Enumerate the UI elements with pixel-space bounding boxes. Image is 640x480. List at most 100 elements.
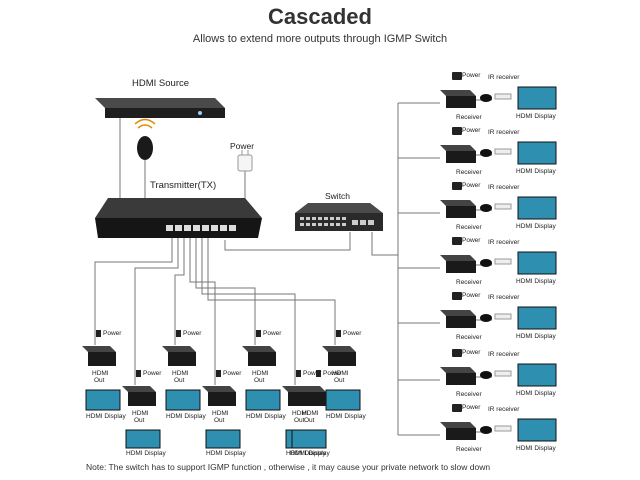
power-adapter-icon	[136, 370, 141, 377]
remote-icon	[494, 93, 512, 100]
right-receiver-label: Receiver	[456, 114, 482, 121]
ir-receiver-icon	[480, 314, 492, 322]
bottom-out-label: Out	[214, 417, 225, 424]
bottom-display-label: HDMI Display	[86, 413, 126, 420]
right-receiver-2	[440, 127, 557, 165]
power-adapter-icon	[452, 182, 462, 190]
ir-receiver-tx	[134, 118, 156, 160]
right-receiver-label: Receiver	[456, 169, 482, 176]
right-display-label: HDMI Display	[516, 113, 556, 120]
bottom-out-label: Out	[294, 417, 305, 424]
bottom-hdmi-label: HDMI	[302, 410, 319, 417]
right-receiver-3	[440, 182, 557, 220]
receiver-device	[446, 428, 476, 440]
receiver-device	[208, 392, 236, 406]
bottom-receiver-upper-3	[242, 330, 281, 411]
receiver-device	[446, 316, 476, 328]
bottom-hdmi-label: HDMI	[172, 370, 189, 377]
bottom-power-label: Power	[303, 370, 322, 377]
igmp-note: Note: The switch has to support IGMP fun…	[86, 462, 491, 472]
right-ir-label: IR receiver	[488, 184, 520, 191]
remote-icon	[494, 258, 512, 265]
power-adapter-icon	[452, 404, 462, 412]
hdmi-display-screen	[517, 141, 557, 165]
bottom-receiver-upper-1	[82, 330, 121, 411]
ir-receiver-icon	[480, 371, 492, 379]
transmitter-label: Transmitter(TX)	[150, 180, 217, 191]
receiver-device	[446, 261, 476, 273]
hdmi-display-screen	[517, 306, 557, 330]
bottom-out-label: Out	[94, 377, 105, 384]
hdmi-source-label: HDMI Source	[132, 78, 190, 89]
right-receiver-label: Receiver	[456, 446, 482, 453]
network-switch	[295, 203, 383, 231]
bottom-power-label: Power	[143, 370, 162, 377]
power-adapter-icon	[96, 330, 101, 337]
transmitter-device	[95, 198, 262, 238]
right-receiver-1	[440, 72, 557, 110]
hdmi-display-screen	[325, 389, 361, 411]
power-adapter-icon	[452, 292, 462, 300]
receiver-device	[328, 352, 356, 366]
ir-receiver-icon	[480, 149, 492, 157]
bottom-receiver-upper-4	[322, 330, 361, 411]
bottom-power-label: Power	[263, 330, 282, 337]
right-display-label: HDMI Display	[516, 168, 556, 175]
receiver-device	[298, 392, 326, 406]
remote-icon	[494, 313, 512, 320]
bottom-receiver-lower-2	[202, 370, 241, 449]
right-power-label: Power	[462, 237, 481, 244]
bottom-display-label: HDMI Display	[206, 450, 246, 457]
hdmi-display-screen	[517, 251, 557, 275]
right-receiver-7	[440, 404, 557, 442]
right-receiver-label: Receiver	[456, 279, 482, 286]
cable-lines	[94, 102, 440, 436]
power-adapter-icon	[316, 370, 321, 377]
bottom-hdmi-label: HDMI	[92, 370, 109, 377]
hdmi-display-screen	[205, 429, 241, 449]
bottom-hdmi-label: HDMI	[212, 410, 229, 417]
bottom-out-label: Out	[334, 377, 345, 384]
right-ir-label: IR receiver	[488, 74, 520, 81]
bottom-receiver-lower-1	[122, 370, 161, 449]
bottom-hdmi-label: HDMI	[132, 410, 149, 417]
power-adapter-icon	[452, 127, 462, 135]
right-receiver-4	[440, 237, 557, 275]
bottom-hdmi-label: HDMI	[292, 410, 309, 417]
receiver-device	[446, 151, 476, 163]
right-power-label: Power	[462, 349, 481, 356]
hdmi-display-screen	[245, 389, 281, 411]
power-adapter-icon	[216, 370, 221, 377]
right-ir-label: IR receiver	[488, 351, 520, 358]
right-power-label: Power	[462, 182, 481, 189]
bottom-display-label: HDMI Display	[326, 413, 366, 420]
hdmi-display-screen	[517, 196, 557, 220]
power-adapter-icon	[176, 330, 181, 337]
bottom-hdmi-label: HDMI	[332, 370, 349, 377]
bottom-power-label: Power	[223, 370, 242, 377]
power-adapter-icon	[452, 349, 462, 357]
bottom-receiver-lower-4	[291, 370, 327, 449]
right-display-label: HDMI Display	[516, 390, 556, 397]
right-receiver-6	[440, 349, 557, 387]
right-power-label: Power	[462, 292, 481, 299]
right-ir-label: IR receiver	[488, 406, 520, 413]
hdmi-display-screen	[517, 86, 557, 110]
right-ir-label: IR receiver	[488, 294, 520, 301]
right-power-label: Power	[462, 72, 481, 79]
bottom-power-label: Power	[343, 330, 362, 337]
bottom-display-label: HDMI Display	[286, 450, 326, 457]
right-ir-label: IR receiver	[488, 129, 520, 136]
ir-receiver-icon	[480, 426, 492, 434]
diagram-subtitle: Allows to extend more outputs through IG…	[192, 33, 448, 45]
switch-label: Switch	[325, 191, 351, 201]
bottom-display-label: HDMI Display	[246, 413, 286, 420]
diagram-title: Cascaded	[268, 4, 372, 29]
hdmi-source-device	[95, 98, 225, 118]
hdmi-display-screen	[85, 389, 121, 411]
power-adapter-icon	[452, 237, 462, 245]
receiver-device	[446, 96, 476, 108]
power-adapter-icon	[256, 330, 261, 337]
right-display-label: HDMI Display	[516, 223, 556, 230]
